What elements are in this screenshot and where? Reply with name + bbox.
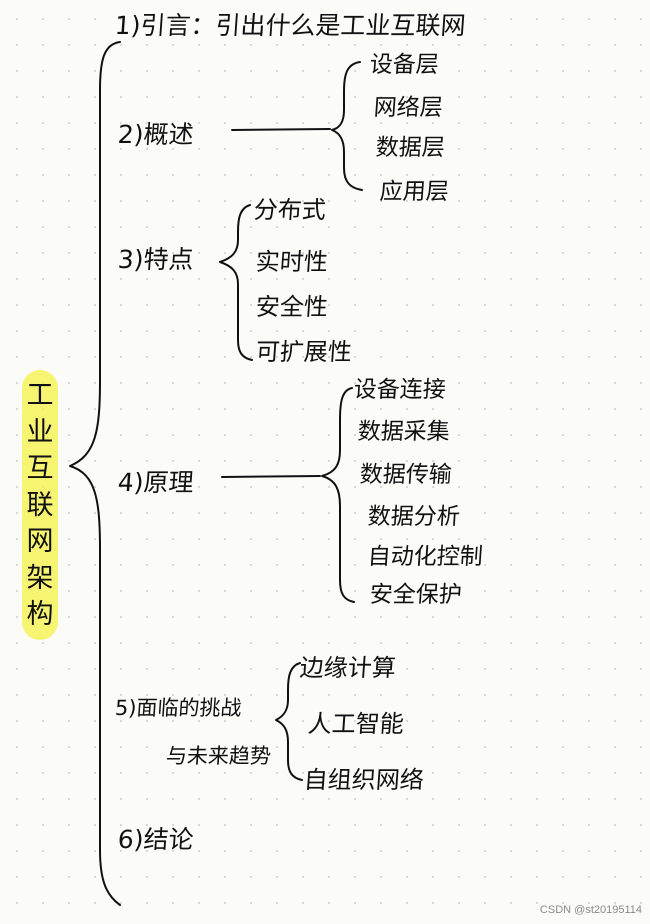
brace-3	[219, 204, 253, 361]
section-3-label: 特点	[142, 245, 195, 274]
section-4-heading: 4)原理	[117, 463, 195, 499]
connector-2	[231, 128, 331, 131]
section-2-item: 数据层	[374, 135, 446, 161]
root-brace	[69, 41, 121, 906]
watermark: CSDN @st20195114	[539, 904, 642, 916]
brace-2	[331, 61, 363, 191]
section-6-heading: 6)结论	[117, 820, 195, 856]
connector-4	[221, 475, 321, 478]
section-3-item: 安全性	[254, 293, 329, 321]
section-4-item: 安全保护	[368, 582, 463, 608]
section-2-label: 概述	[142, 120, 195, 149]
section-2-item: 设备层	[368, 52, 440, 78]
brace-4	[321, 387, 355, 603]
section-4-item: 数据传输	[358, 462, 453, 488]
section-4-item: 自动化控制	[366, 544, 484, 570]
section-2-item: 网络层	[372, 95, 444, 121]
section-4-item: 设备连接	[352, 377, 447, 403]
section-3-item: 实时性	[254, 248, 329, 276]
section-5-label: 面临的挑战	[135, 696, 243, 720]
section-3-item: 可扩展性	[254, 338, 353, 366]
section-3-heading: 3)特点	[117, 240, 195, 276]
highlighter-mark	[22, 370, 58, 640]
section-4-label: 原理	[142, 468, 195, 497]
section-4-item: 数据分析	[366, 504, 461, 530]
section-2-heading: 2)概述	[117, 115, 195, 151]
root-node: 工业互联网架构	[22, 370, 58, 640]
section-4-item: 数据采集	[356, 419, 451, 445]
section-5-item: 边缘计算	[298, 654, 397, 682]
section-6-label: 结论	[142, 825, 195, 854]
section-5-item: 自组织网络	[302, 766, 425, 794]
section-1-heading: 1)引言：引出什么是工业互联网	[114, 6, 467, 42]
section-5-heading-line2: 与未来趋势	[165, 744, 272, 768]
section-2-item: 应用层	[378, 179, 450, 205]
section-1-label: 引言：引出什么是工业互联网	[139, 11, 467, 40]
section-5-item: 人工智能	[306, 710, 405, 738]
section-5-heading: 5)面临的挑战	[114, 692, 243, 722]
section-3-item: 分布式	[252, 196, 327, 224]
brace-5	[275, 662, 303, 781]
root-label: 工业互联网架构	[26, 380, 54, 630]
